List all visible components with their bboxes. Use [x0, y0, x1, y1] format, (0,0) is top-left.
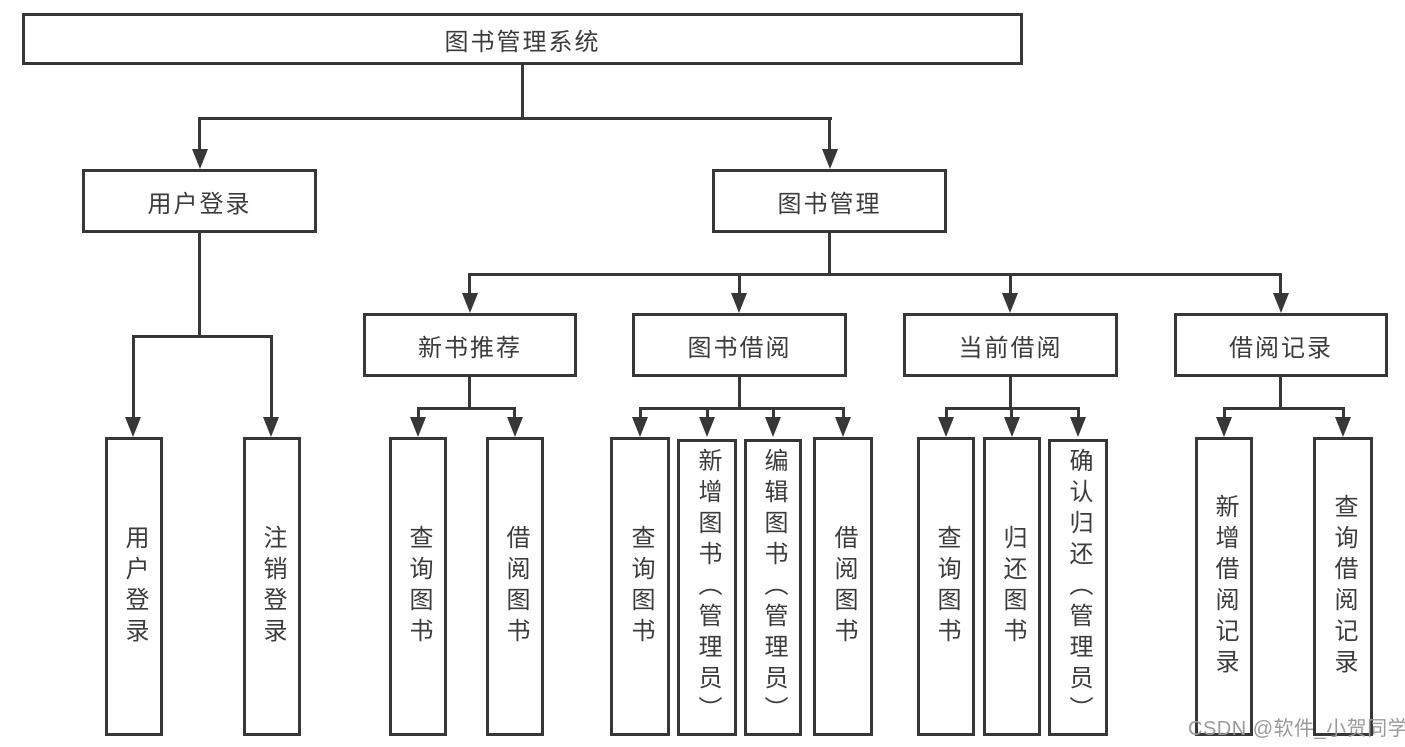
arrowhead-down-icon: [835, 417, 851, 437]
node-label: 图书借阅: [687, 334, 792, 362]
leaf-cb-query-books: 查询图书: [917, 437, 975, 736]
connector-line: [132, 335, 273, 338]
leaf-logout: 注销登录: [243, 437, 301, 736]
node-label: 新书推荐: [418, 334, 522, 362]
connector-line: [639, 407, 642, 419]
connector-line: [639, 407, 844, 410]
leaf-label: 注销登录: [259, 524, 286, 649]
arrowhead-down-icon: [462, 293, 478, 313]
leaf-label: 查询图书: [933, 524, 960, 649]
connector-line: [1009, 273, 1012, 296]
leaf-cb-confirm-return-admin: 确认归还（管理员）: [1048, 439, 1108, 736]
connector-line: [1077, 407, 1080, 419]
leaf-bb-borrow-books: 借阅图书: [813, 437, 873, 736]
connector-line: [842, 407, 845, 419]
connector-line: [270, 335, 273, 419]
leaf-label: 借阅图书: [502, 524, 529, 649]
connector-line: [1279, 377, 1282, 410]
connector-line: [198, 233, 201, 337]
connector-line: [1342, 407, 1345, 419]
node-label: 用户登录: [147, 190, 252, 218]
leaf-label: 查询借阅记录: [1330, 493, 1357, 680]
connector-line: [738, 273, 741, 296]
arrowhead-down-icon: [1335, 417, 1351, 437]
leaf-br-add-record: 新增借阅记录: [1195, 437, 1253, 736]
leaf-label: 借阅图书: [830, 524, 857, 649]
connector-line: [945, 407, 948, 419]
arrowhead-down-icon: [125, 417, 141, 437]
connector-line: [198, 117, 201, 152]
arrowhead-down-icon: [699, 417, 715, 437]
arrowhead-down-icon: [1004, 417, 1020, 437]
arrowhead-down-icon: [938, 417, 954, 437]
connector-line: [706, 407, 709, 419]
leaf-nb-borrow-books: 借阅图书: [486, 437, 544, 736]
leaf-bb-edit-books-admin: 编辑图书（管理员）: [744, 439, 802, 736]
node-book-borrow: 图书借阅: [632, 313, 847, 377]
connector-line: [1009, 377, 1012, 410]
arrowhead-down-icon: [1002, 293, 1018, 313]
arrowhead-down-icon: [731, 293, 747, 313]
arrowhead-down-icon: [632, 417, 648, 437]
leaf-label: 查询图书: [405, 524, 432, 649]
leaf-label: 用户登录: [121, 524, 148, 649]
node-new-book-recommend: 新书推荐: [363, 313, 577, 377]
leaf-cb-return-books: 归还图书: [983, 437, 1041, 736]
connector-line: [1223, 407, 1344, 410]
arrowhead-down-icon: [765, 417, 781, 437]
connector-line: [513, 407, 516, 419]
connector-line: [132, 335, 135, 419]
node-label: 图书管理: [777, 190, 882, 218]
node-borrow-records: 借阅记录: [1174, 313, 1388, 377]
connector-line: [468, 273, 471, 296]
arrowhead-down-icon: [192, 149, 208, 169]
leaf-label: 新增图书（管理员）: [694, 448, 721, 727]
node-root: 图书管理系统: [22, 13, 1023, 65]
connector-line: [1279, 273, 1282, 296]
leaf-label: 查询图书: [627, 524, 654, 649]
arrowhead-down-icon: [410, 417, 426, 437]
leaf-label: 编辑图书（管理员）: [760, 448, 787, 727]
node-book-management: 图书管理: [712, 169, 947, 233]
arrowhead-down-icon: [1070, 417, 1086, 437]
leaf-bb-query-books: 查询图书: [610, 437, 670, 736]
node-label: 图书管理系统: [444, 28, 601, 56]
arrowhead-down-icon: [507, 417, 523, 437]
node-current-borrow: 当前借阅: [903, 313, 1118, 377]
leaf-label: 确认归还（管理员）: [1065, 448, 1092, 727]
arrowhead-down-icon: [263, 417, 279, 437]
leaf-user-login: 用户登录: [105, 437, 163, 736]
connector-line: [828, 233, 831, 276]
connector-line: [417, 407, 420, 419]
leaf-label: 新增借阅记录: [1211, 493, 1238, 680]
csdn-watermark: CSDN @软件_小贺同学: [1188, 718, 1405, 740]
node-label: 借阅记录: [1229, 334, 1333, 362]
connector-line: [198, 117, 832, 120]
node-user-login: 用户登录: [82, 169, 317, 233]
node-label: 当前借阅: [958, 334, 1063, 362]
connector-line: [772, 407, 775, 419]
leaf-br-query-record: 查询借阅记录: [1313, 437, 1373, 736]
connector-line: [828, 117, 831, 152]
connector-line: [521, 65, 524, 120]
connector-line: [1223, 407, 1226, 419]
connector-line: [417, 407, 516, 410]
leaf-label: 归还图书: [999, 524, 1026, 649]
arrowhead-down-icon: [1273, 293, 1289, 313]
arrowhead-down-icon: [822, 149, 838, 169]
connector-line: [738, 377, 741, 410]
arrowhead-down-icon: [1216, 417, 1232, 437]
leaf-bb-add-books-admin: 新增图书（管理员）: [677, 439, 737, 736]
leaf-nb-query-books: 查询图书: [389, 437, 447, 736]
connector-line: [468, 273, 1282, 276]
connector-line: [468, 377, 471, 410]
connector-line: [1010, 407, 1013, 419]
